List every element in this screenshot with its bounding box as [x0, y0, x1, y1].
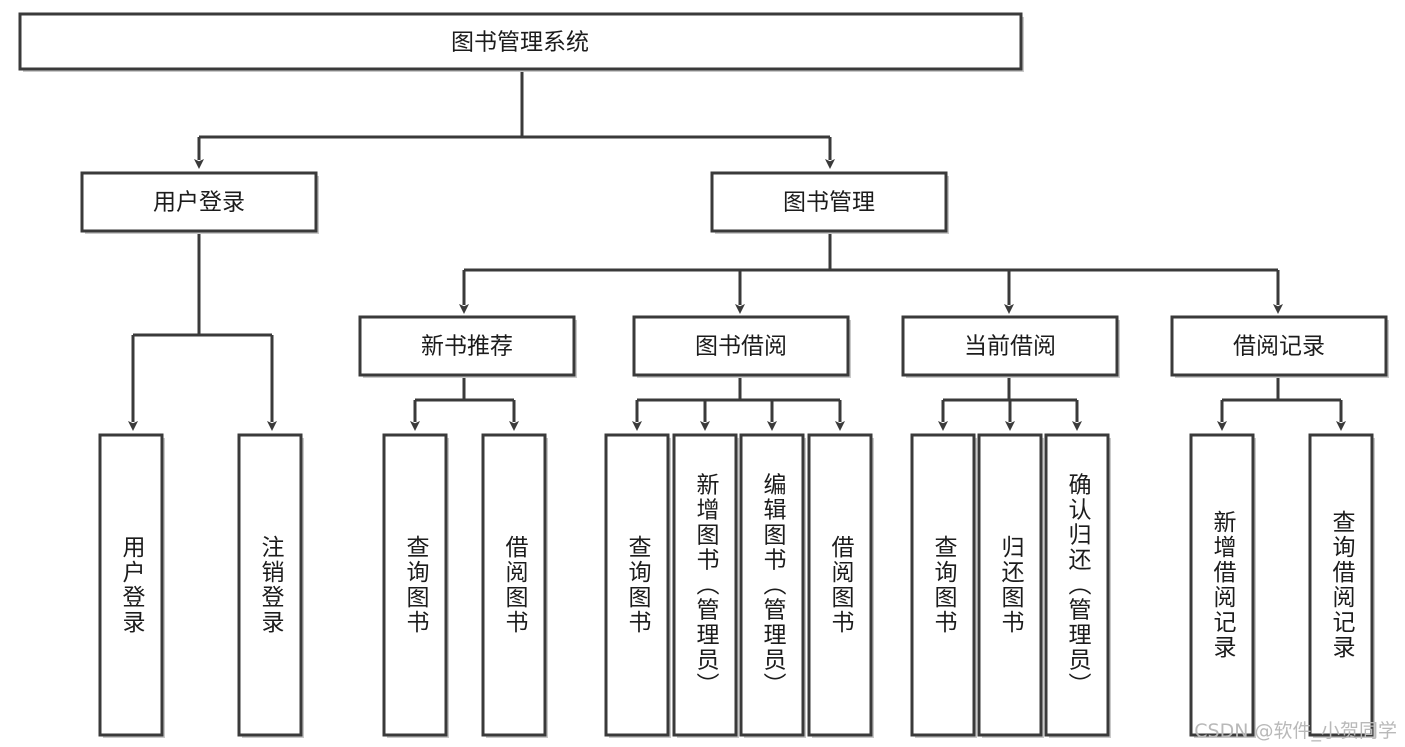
leaf-edit-book-label: 编辑图书（管理员）: [759, 473, 787, 698]
current-borrow-rect: [901, 315, 1119, 377]
book-borrow-label: 图书借阅: [695, 334, 787, 360]
book-borrow-rect: [632, 315, 850, 377]
borrow-record-rect: [1170, 315, 1388, 377]
leaf-edit-book-rect: [739, 433, 805, 737]
leaf-return-book-rect: [977, 433, 1043, 737]
leaf-query-book-3-label: 查询图书: [930, 535, 958, 635]
leaf-user-login-rect: [98, 433, 164, 737]
node-root[interactable]: 图书管理系统: [18, 12, 1024, 72]
leaf-logout-label: 注销登录: [257, 535, 285, 635]
current-borrow-label: 当前借阅: [964, 334, 1056, 360]
root-label: 图书管理系统: [451, 30, 589, 56]
borrow-record-label: 借阅记录: [1233, 334, 1325, 360]
connectors: [128, 72, 1346, 431]
node-user-login[interactable]: 用户登录: [80, 171, 319, 234]
node-leaf-add-book[interactable]: 新增图书（管理员）: [672, 433, 739, 738]
leaf-query-book-2-rect: [604, 433, 670, 737]
leaf-add-record-rect: [1189, 433, 1255, 737]
node-leaf-query-book-3[interactable]: 查询图书: [910, 433, 977, 738]
node-leaf-logout[interactable]: 注销登录: [237, 433, 304, 738]
node-borrow-record[interactable]: 借阅记录: [1170, 315, 1389, 378]
leaf-borrow-book-1-rect: [481, 433, 547, 737]
root-rect: [18, 12, 1023, 71]
leaf-query-book-1-rect: [382, 433, 448, 737]
leaf-query-record-rect: [1308, 433, 1374, 737]
leaf-add-book-rect: [672, 433, 738, 737]
node-book-manage[interactable]: 图书管理: [710, 171, 949, 234]
node-leaf-confirm-return[interactable]: 确认归还（管理员）: [1044, 433, 1111, 738]
leaf-query-record-label: 查询借阅记录: [1328, 510, 1356, 660]
book-manage-label: 图书管理: [783, 190, 875, 216]
node-leaf-return-book[interactable]: 归还图书: [977, 433, 1044, 738]
leaf-add-record-label: 新增借阅记录: [1209, 510, 1237, 660]
leaf-borrow-book-2-label: 借阅图书: [827, 535, 855, 635]
node-book-borrow[interactable]: 图书借阅: [632, 315, 851, 378]
node-leaf-add-record[interactable]: 新增借阅记录: [1189, 433, 1256, 738]
leaf-query-book-3-rect: [910, 433, 976, 737]
leaf-borrow-book-1-label: 借阅图书: [501, 535, 529, 635]
node-leaf-borrow-book-2[interactable]: 借阅图书: [807, 433, 874, 738]
node-leaf-query-book-2[interactable]: 查询图书: [604, 433, 671, 738]
node-leaf-query-book-1[interactable]: 查询图书: [382, 433, 449, 738]
node-leaf-borrow-book-1[interactable]: 借阅图书: [481, 433, 548, 738]
node-leaf-edit-book[interactable]: 编辑图书（管理员）: [739, 433, 806, 738]
leaf-return-book-label: 归还图书: [997, 535, 1025, 635]
node-leaf-query-record[interactable]: 查询借阅记录: [1308, 433, 1375, 738]
book-manage-rect: [710, 171, 948, 233]
node-leaf-user-login[interactable]: 用户登录: [98, 433, 165, 738]
leaf-logout-rect: [237, 433, 303, 737]
new-book-rec-rect: [358, 315, 576, 377]
leaf-confirm-return-label: 确认归还（管理员）: [1064, 473, 1092, 698]
user-login-rect: [80, 171, 318, 233]
leaf-confirm-return-rect: [1044, 433, 1110, 737]
leaf-add-book-label: 新增图书（管理员）: [692, 473, 720, 698]
node-current-borrow[interactable]: 当前借阅: [901, 315, 1120, 378]
leaf-user-login-label: 用户登录: [118, 535, 146, 635]
leaf-borrow-book-2-rect: [807, 433, 873, 737]
leaf-query-book-2-label: 查询图书: [624, 535, 652, 635]
leaf-query-book-1-label: 查询图书: [402, 535, 430, 635]
node-new-book-rec[interactable]: 新书推荐: [358, 315, 577, 378]
new-book-rec-label: 新书推荐: [421, 334, 513, 360]
user-login-label: 用户登录: [153, 190, 245, 216]
